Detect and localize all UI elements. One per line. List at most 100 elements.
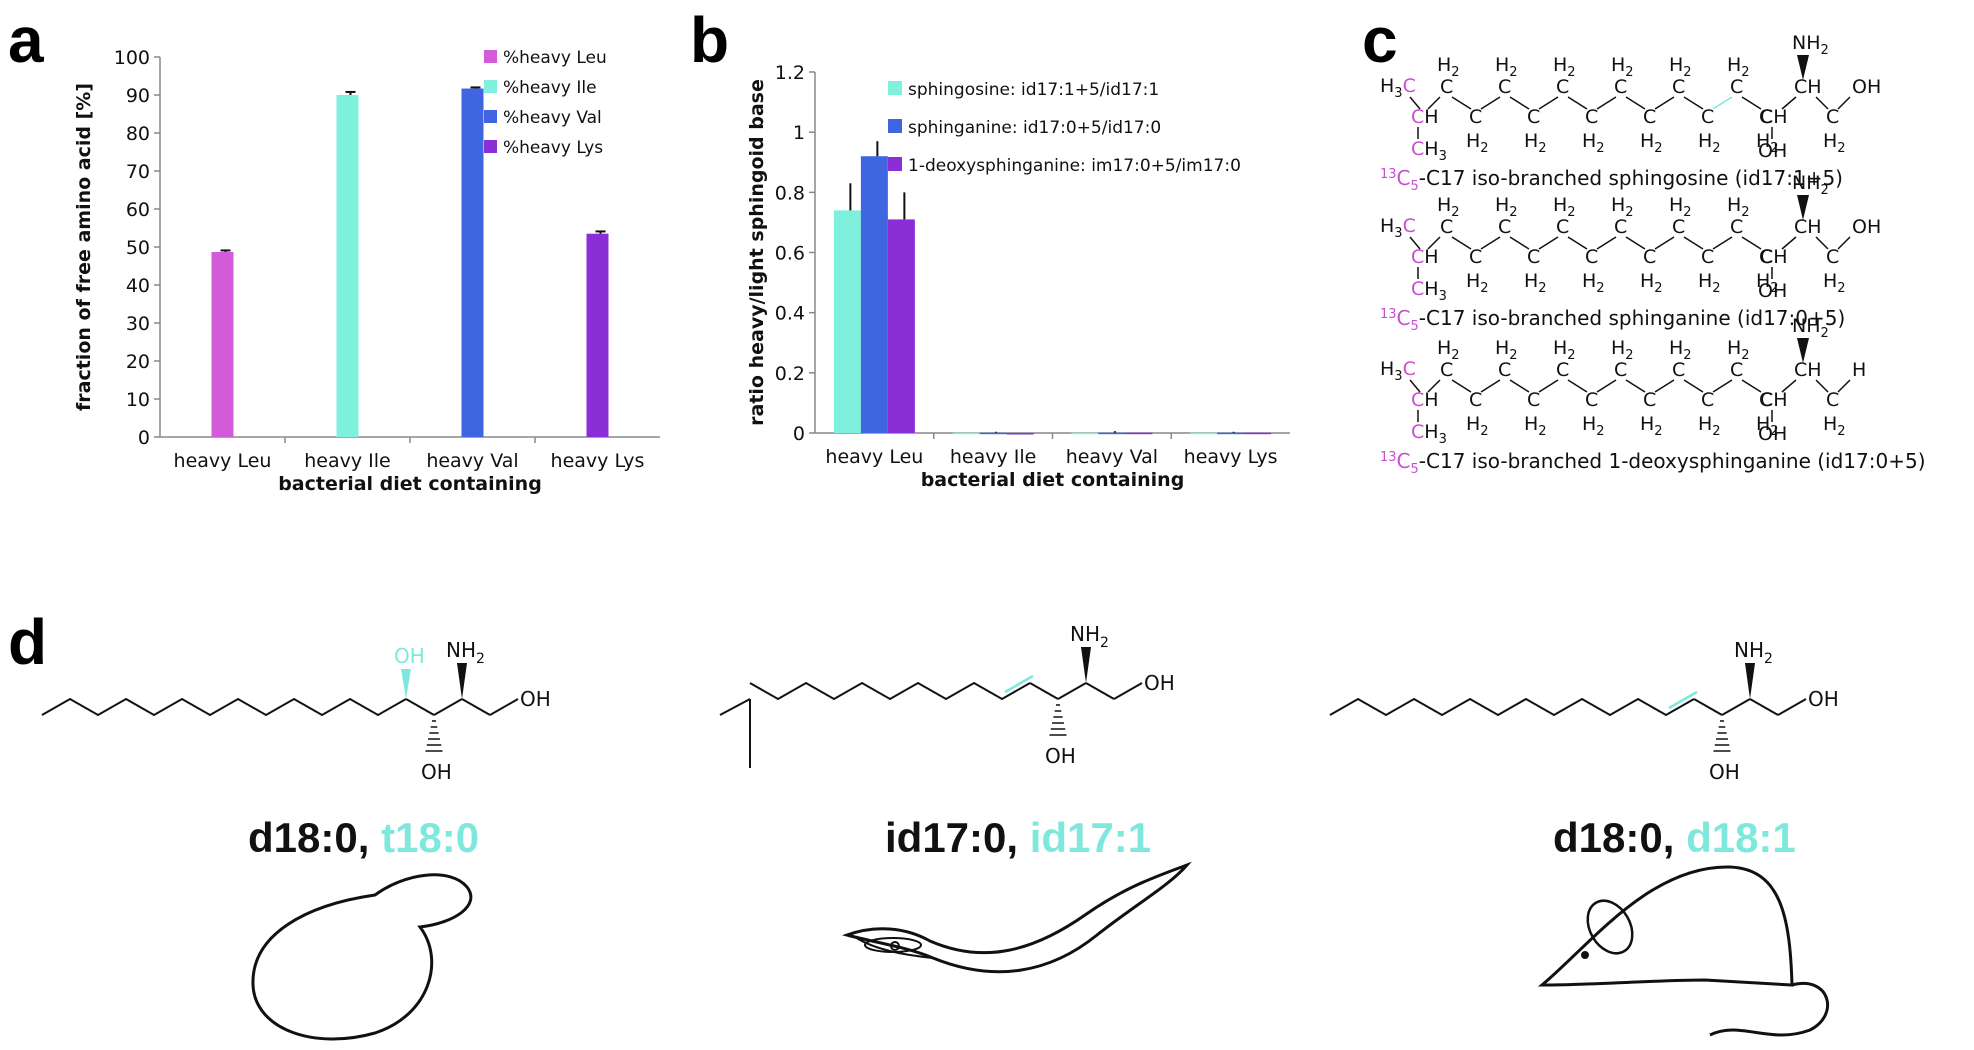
bar--heavy-lys xyxy=(586,233,609,437)
bar-series-1 xyxy=(833,210,861,433)
h2-label: H2 xyxy=(1466,270,1489,296)
chain-carbon: C xyxy=(1643,246,1656,268)
branch-ch-label: CH xyxy=(1411,246,1439,268)
amine-label: NH2 xyxy=(1070,622,1109,651)
chain-carbon: C xyxy=(1440,76,1453,98)
bar-series-2 xyxy=(979,432,1007,435)
h2-label: H2 xyxy=(1437,337,1460,363)
hydroxyl-down: OH xyxy=(1045,744,1076,768)
branch-ch-label: CH xyxy=(1411,389,1439,411)
bar-series-1 xyxy=(952,432,980,435)
h2-label: H2 xyxy=(1582,270,1605,296)
hydroxyl-down: OH xyxy=(1709,760,1740,784)
legend-label: %heavy Ile xyxy=(503,78,597,98)
branch-ch-label: CH xyxy=(1411,106,1439,128)
x-tick-label: heavy Ile xyxy=(950,446,1036,468)
wedge-bond xyxy=(1797,338,1809,363)
amine-label: NH2 xyxy=(1792,172,1829,198)
chain-carbon: C xyxy=(1614,359,1627,381)
y-tick-label: 0.6 xyxy=(775,243,805,265)
chain-carbon: C xyxy=(1469,389,1482,411)
h2-label: H2 xyxy=(1727,54,1750,80)
y-axis-title: ratio heavy/light sphingoid base xyxy=(746,79,768,426)
structure-c-1: H3CCHCH3CH2CH2CH2CH2CH2CH2CH2CH2CH2CH2CH… xyxy=(1380,32,1881,194)
h2-label: H2 xyxy=(1553,337,1576,363)
structure-c-3: H3CCHCH3CH2CH2CH2CH2CH2CH2CH2CH2CH2CH2CH… xyxy=(1380,315,1926,477)
name-modified: d18:1 xyxy=(1686,814,1796,861)
h2-label: H2 xyxy=(1495,54,1518,80)
sphingoid-name-yeast: d18:0, t18:0 xyxy=(248,814,479,862)
chain-carbon: C xyxy=(1701,246,1714,268)
legend-swatch xyxy=(888,119,902,133)
h2-label: H2 xyxy=(1495,194,1518,220)
legend-label: 1-deoxysphinganine: im17:0+5/im17:0 xyxy=(908,156,1241,176)
h2-label: H2 xyxy=(1582,413,1605,439)
y-tick-label: 0.2 xyxy=(775,363,805,385)
h2-label: H2 xyxy=(1466,413,1489,439)
name-modified: id17:1 xyxy=(1029,814,1152,861)
bar-series-3 xyxy=(1244,432,1272,435)
h2-label: H2 xyxy=(1524,130,1547,156)
amine-label: NH2 xyxy=(446,638,485,667)
ch3-label: CH3 xyxy=(1411,138,1447,164)
chain-carbon: C xyxy=(1440,359,1453,381)
y-tick-label: 0 xyxy=(138,427,150,449)
h2-label: H2 xyxy=(1823,270,1846,296)
h2-label: H2 xyxy=(1611,54,1634,80)
ch-oh-carbon: CH xyxy=(1760,106,1788,128)
x-tick-label: heavy Leu xyxy=(174,450,272,472)
h2-label: H2 xyxy=(1669,54,1692,80)
y-tick-label: 80 xyxy=(126,123,150,145)
ch-nh2-carbon: CH xyxy=(1794,359,1822,381)
wedge-bond xyxy=(457,663,467,699)
chain-carbon: C xyxy=(1730,76,1743,98)
terminal-group-label: H xyxy=(1852,359,1866,381)
structure-caption: 13C5-C17 iso-branched 1-deoxysphinganine… xyxy=(1380,449,1926,477)
h2-label: H2 xyxy=(1823,130,1846,156)
h2-label: H2 xyxy=(1698,130,1721,156)
h2-label: H2 xyxy=(1756,270,1779,296)
cyan-wedge xyxy=(401,669,411,699)
legend-label: sphingosine: id17:1+5/id17:1 xyxy=(908,80,1159,100)
bar-series-3 xyxy=(1125,432,1153,435)
h2-label: H2 xyxy=(1669,337,1692,363)
terminal-group-label: OH xyxy=(1852,76,1881,98)
structures-panel-c: H3CCHCH3CH2CH2CH2CH2CH2CH2CH2CH2CH2CH2CH… xyxy=(1380,32,1926,477)
legend-swatch xyxy=(888,157,902,171)
wedge-bond xyxy=(1797,195,1809,220)
chain-carbon: C xyxy=(1672,216,1685,238)
sphingoid-name-mouse: d18:0, d18:1 xyxy=(1553,814,1796,862)
wedge-bond xyxy=(1797,55,1809,80)
legend-swatch xyxy=(484,50,497,63)
h2-label: H2 xyxy=(1698,413,1721,439)
bar--heavy-leu xyxy=(211,251,234,437)
chain-carbon: C xyxy=(1759,106,1772,128)
chain-carbon: C xyxy=(1498,216,1511,238)
chain-carbon: C xyxy=(1759,246,1772,268)
terminal-carbon: C xyxy=(1826,106,1839,128)
chain-carbon: C xyxy=(1701,106,1714,128)
yeast-icon xyxy=(251,873,473,1041)
h2-label: H2 xyxy=(1611,194,1634,220)
h2-label: H2 xyxy=(1640,130,1663,156)
legend-swatch xyxy=(484,110,497,123)
x-axis-title: bacterial diet containing xyxy=(921,469,1185,491)
worm-icon xyxy=(841,861,1192,974)
ch-oh-carbon: CH xyxy=(1760,246,1788,268)
h2-label: H2 xyxy=(1727,194,1750,220)
ch-nh2-carbon: CH xyxy=(1794,76,1822,98)
legend-label: %heavy Lys xyxy=(503,138,603,158)
ch-nh2-carbon: CH xyxy=(1794,216,1822,238)
panel-label-c: c xyxy=(1362,4,1398,76)
y-tick-label: 60 xyxy=(126,199,150,221)
bar-series-2 xyxy=(1098,432,1126,435)
chain-carbon: C xyxy=(1643,106,1656,128)
panel-label-b: b xyxy=(690,4,730,76)
h2-label: H2 xyxy=(1437,54,1460,80)
bar-series-2 xyxy=(860,156,888,433)
x-tick-label: heavy Lys xyxy=(551,450,645,472)
legend-swatch xyxy=(888,81,902,95)
chain-carbon: C xyxy=(1759,389,1772,411)
